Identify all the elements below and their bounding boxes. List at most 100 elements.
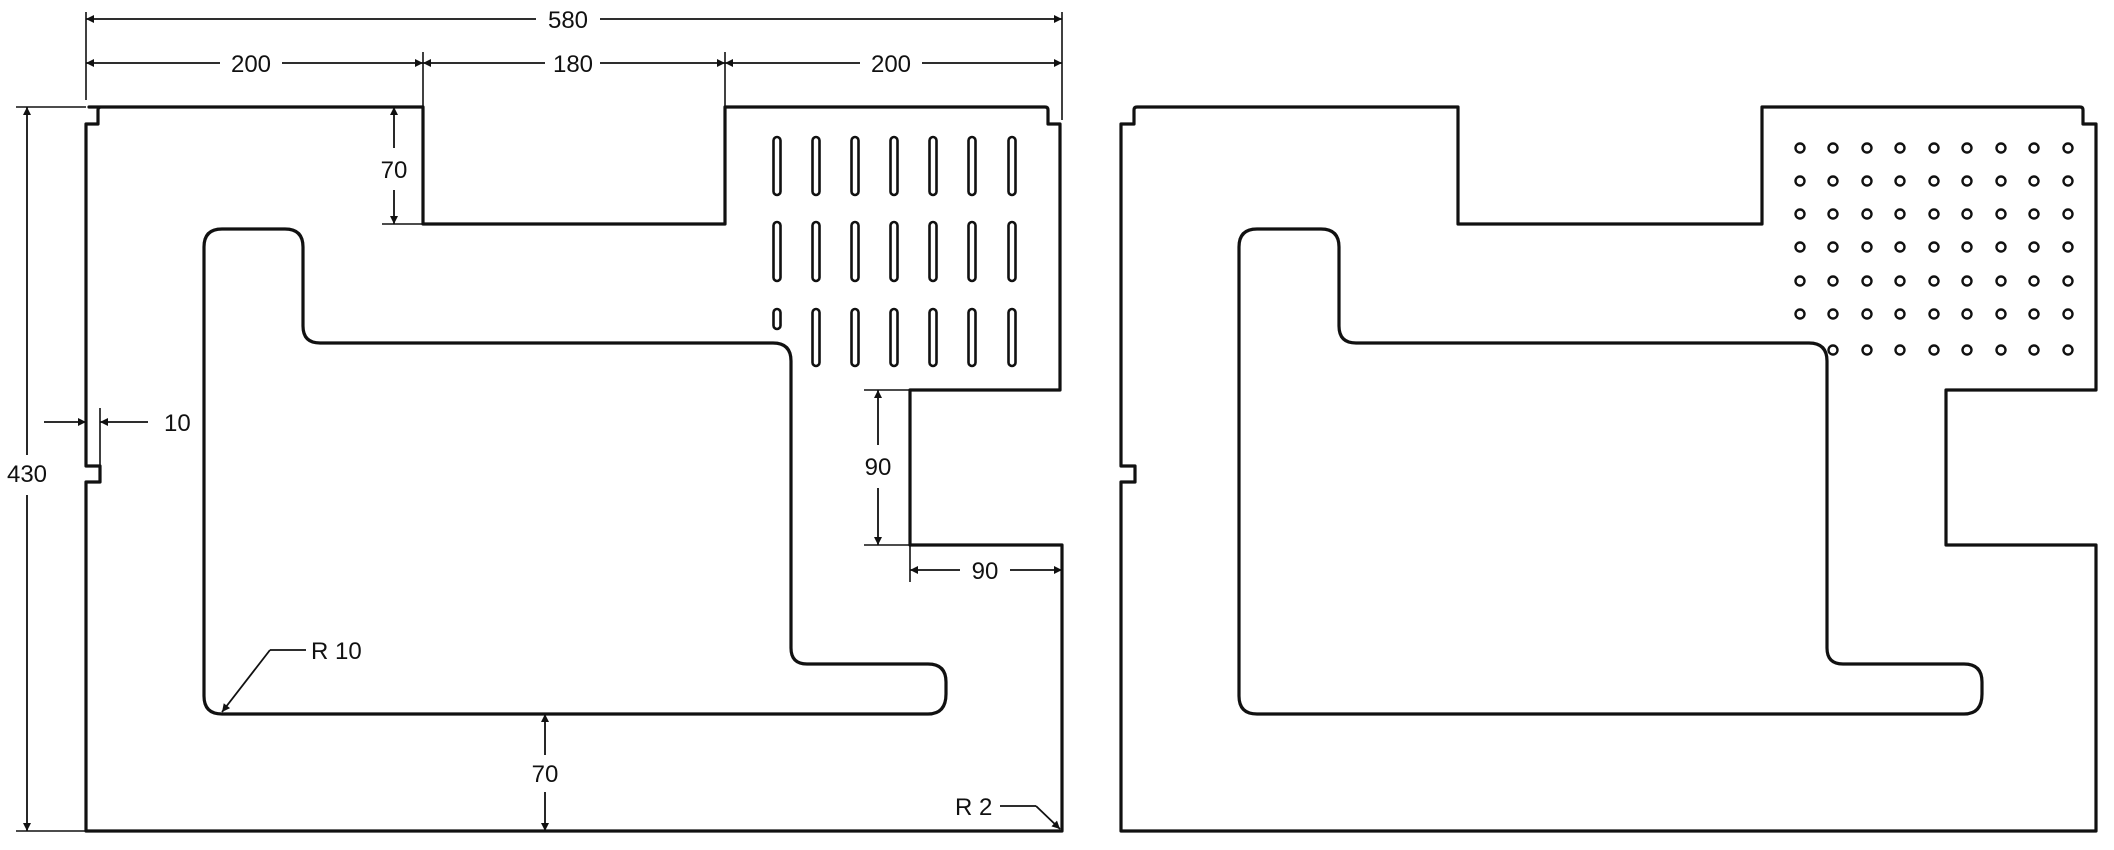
slot [928,307,938,368]
hole [1894,308,1906,320]
hole [1861,142,1873,154]
left-panel-outline [84,105,1064,833]
dimension-right-width: 200 [871,51,911,78]
leader-line [221,649,271,713]
hole [1995,308,2007,320]
hole [2062,142,2074,154]
hole [1995,275,2007,287]
slot [811,135,821,197]
dimension-side-notch-depth: 90 [972,558,999,585]
hole [2028,175,2040,187]
hole [2028,241,2040,253]
hole [2062,275,2074,287]
hole [1861,308,1873,320]
hole [1995,175,2007,187]
hole [1995,241,2007,253]
dimension-corner-radius: R 2 [955,794,992,821]
slot [850,135,860,197]
hole [2062,175,2074,187]
slot [772,135,782,197]
hole [1827,208,1839,220]
hole [2062,344,2074,356]
hole [1928,275,1940,287]
hole [1894,241,1906,253]
hole [1928,241,1940,253]
right-panel [1119,105,2098,833]
right-panel-inner-cutout [1237,227,1984,716]
right-panel-outline [1119,105,2098,833]
hole [1861,344,1873,356]
hole [1928,208,1940,220]
slot [772,307,782,331]
hole [1928,308,1940,320]
dimension-notch-depth: 70 [381,157,408,184]
slot [928,135,938,197]
hole [1794,241,1806,253]
hole [1794,275,1806,287]
hole [2062,208,2074,220]
hole [1961,241,1973,253]
hole [1961,275,1973,287]
slot [967,135,977,197]
slot [889,307,899,368]
dimension-height: 430 [7,461,47,488]
hole [1961,142,1973,154]
hole [1894,208,1906,220]
slot [1007,220,1017,283]
hole [1894,275,1906,287]
hole [2028,208,2040,220]
hole [1961,308,1973,320]
hole [2062,241,2074,253]
slot [850,220,860,283]
hole [2062,308,2074,320]
hole [2028,344,2040,356]
dimension-side-notch-height: 90 [865,454,892,481]
hole [1928,175,1940,187]
hole [1827,308,1839,320]
hole [1894,175,1906,187]
slot [928,220,938,283]
dimension-overall-width: 580 [548,7,588,34]
left-panel-inner-cutout [202,227,948,716]
slot [811,220,821,283]
hole [1827,344,1839,356]
hole [1827,175,1839,187]
slot [967,307,977,368]
hole [1995,142,2007,154]
slot [772,220,782,283]
leader-line [1035,805,1061,830]
hole [1928,344,1940,356]
hole [1827,142,1839,154]
hole [1794,208,1806,220]
hole [2028,142,2040,154]
left-panel: 580 200 180 200 70 430 10 90 [7,7,1064,833]
hole [2028,308,2040,320]
hole [1861,241,1873,253]
hole [1995,344,2007,356]
hole [1861,275,1873,287]
hole [1995,208,2007,220]
hole-pattern [1794,142,2074,356]
slot [889,135,899,197]
hole [1827,241,1839,253]
hole [1894,344,1906,356]
slot [967,220,977,283]
slot [1007,307,1017,368]
slot [1007,135,1017,197]
hole [1928,142,1940,154]
slot [850,307,860,368]
hole [1794,308,1806,320]
hole [1861,175,1873,187]
hole [1961,208,1973,220]
hole [1827,275,1839,287]
dimension-inner-radius: R 10 [311,638,362,665]
hole [1861,208,1873,220]
hole [1794,175,1806,187]
dimension-tab: 10 [164,410,191,437]
slot [811,307,821,368]
dimension-bottom-margin: 70 [532,761,559,788]
slot-pattern [772,135,1017,368]
hole [1961,344,1973,356]
dimension-notch-width: 180 [553,51,593,78]
